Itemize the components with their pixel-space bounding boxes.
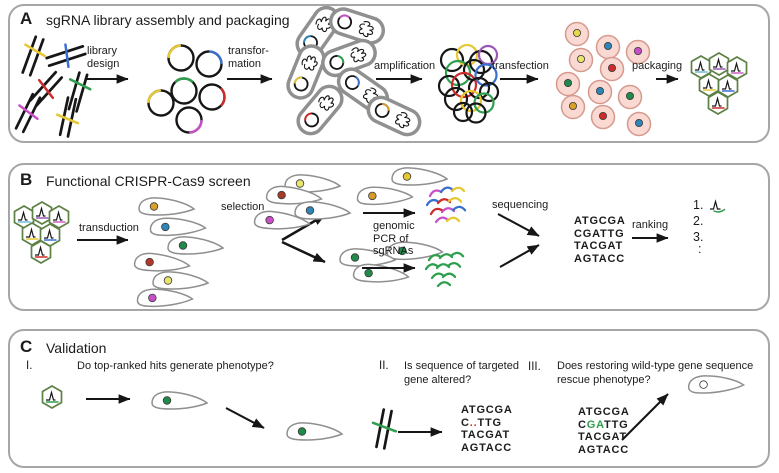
rank-item-2: 2. [693, 214, 704, 228]
step-label-ranking: ranking [632, 219, 669, 231]
sequencing-reads-block: ATGCGA CGATTG TACGAT AGTACC [574, 215, 626, 266]
validation-numeral-1: I. [26, 360, 33, 372]
step-label-transfection: transfection [492, 60, 549, 72]
deleted-bases: .. [469, 416, 478, 429]
step-label-amplification: amplification [374, 60, 436, 72]
sequence-line: AGTACC [461, 442, 513, 455]
panel-a-title: sgRNA library assembly and packaging [46, 12, 290, 28]
validation-question-3: Does restoring wild-type gene sequence r… [557, 360, 754, 386]
sequence-line: CGATTG [574, 227, 625, 240]
sequence-line: ATGCGA [574, 215, 626, 227]
step-label-genomic-pcr: genomic PCR of sgRNAs [373, 220, 415, 257]
panel-a-label: A [20, 9, 33, 28]
rank-item-3: 3. [693, 230, 704, 244]
sequence-line: ATGCGA [461, 404, 513, 416]
step-label-selection: selection [221, 201, 265, 213]
step-label-transformation: transfor- mation [228, 45, 269, 70]
rank-item-1: 1. [693, 198, 704, 212]
sequence-line: ATGCGA [578, 406, 630, 418]
restored-sequence-block: ATGCGA CGATTG TACGAT AGTACC [578, 406, 630, 457]
step-label-sequencing: sequencing [492, 199, 549, 211]
validation-numeral-3: III. [528, 361, 541, 373]
panel-c-label: C [20, 337, 33, 356]
rank-item-ellipsis: : [698, 242, 702, 256]
sequence-line-restored: CGATTG [578, 418, 629, 431]
sequence-line: TACGAT [461, 429, 510, 442]
panel-c-validation [8, 329, 770, 468]
validation-numeral-2: II. [379, 360, 389, 372]
validation-question-1: Do top-ranked hits generate phenotype? [77, 360, 274, 372]
sequence-line: TACGAT [574, 240, 623, 253]
restored-bases: GA [586, 418, 605, 431]
panel-b-title: Functional CRISPR-Cas9 screen [46, 173, 251, 189]
validation-question-2: Is sequence of targeted gene altered? [404, 360, 519, 386]
sequence-line: AGTACC [578, 444, 630, 457]
altered-sequence-block: ATGCGA C..TTG TACGAT AGTACC [461, 404, 513, 455]
sequence-line: AGTACC [574, 253, 626, 266]
sequence-line: TACGAT [578, 431, 627, 444]
panel-c-title: Validation [46, 340, 107, 356]
step-label-library-design: library design [87, 45, 120, 70]
step-label-transduction: transduction [79, 222, 139, 234]
sequence-line-mutated: C..TTG [461, 416, 502, 429]
step-label-packaging: packaging [632, 60, 683, 72]
panel-b-label: B [20, 170, 33, 189]
